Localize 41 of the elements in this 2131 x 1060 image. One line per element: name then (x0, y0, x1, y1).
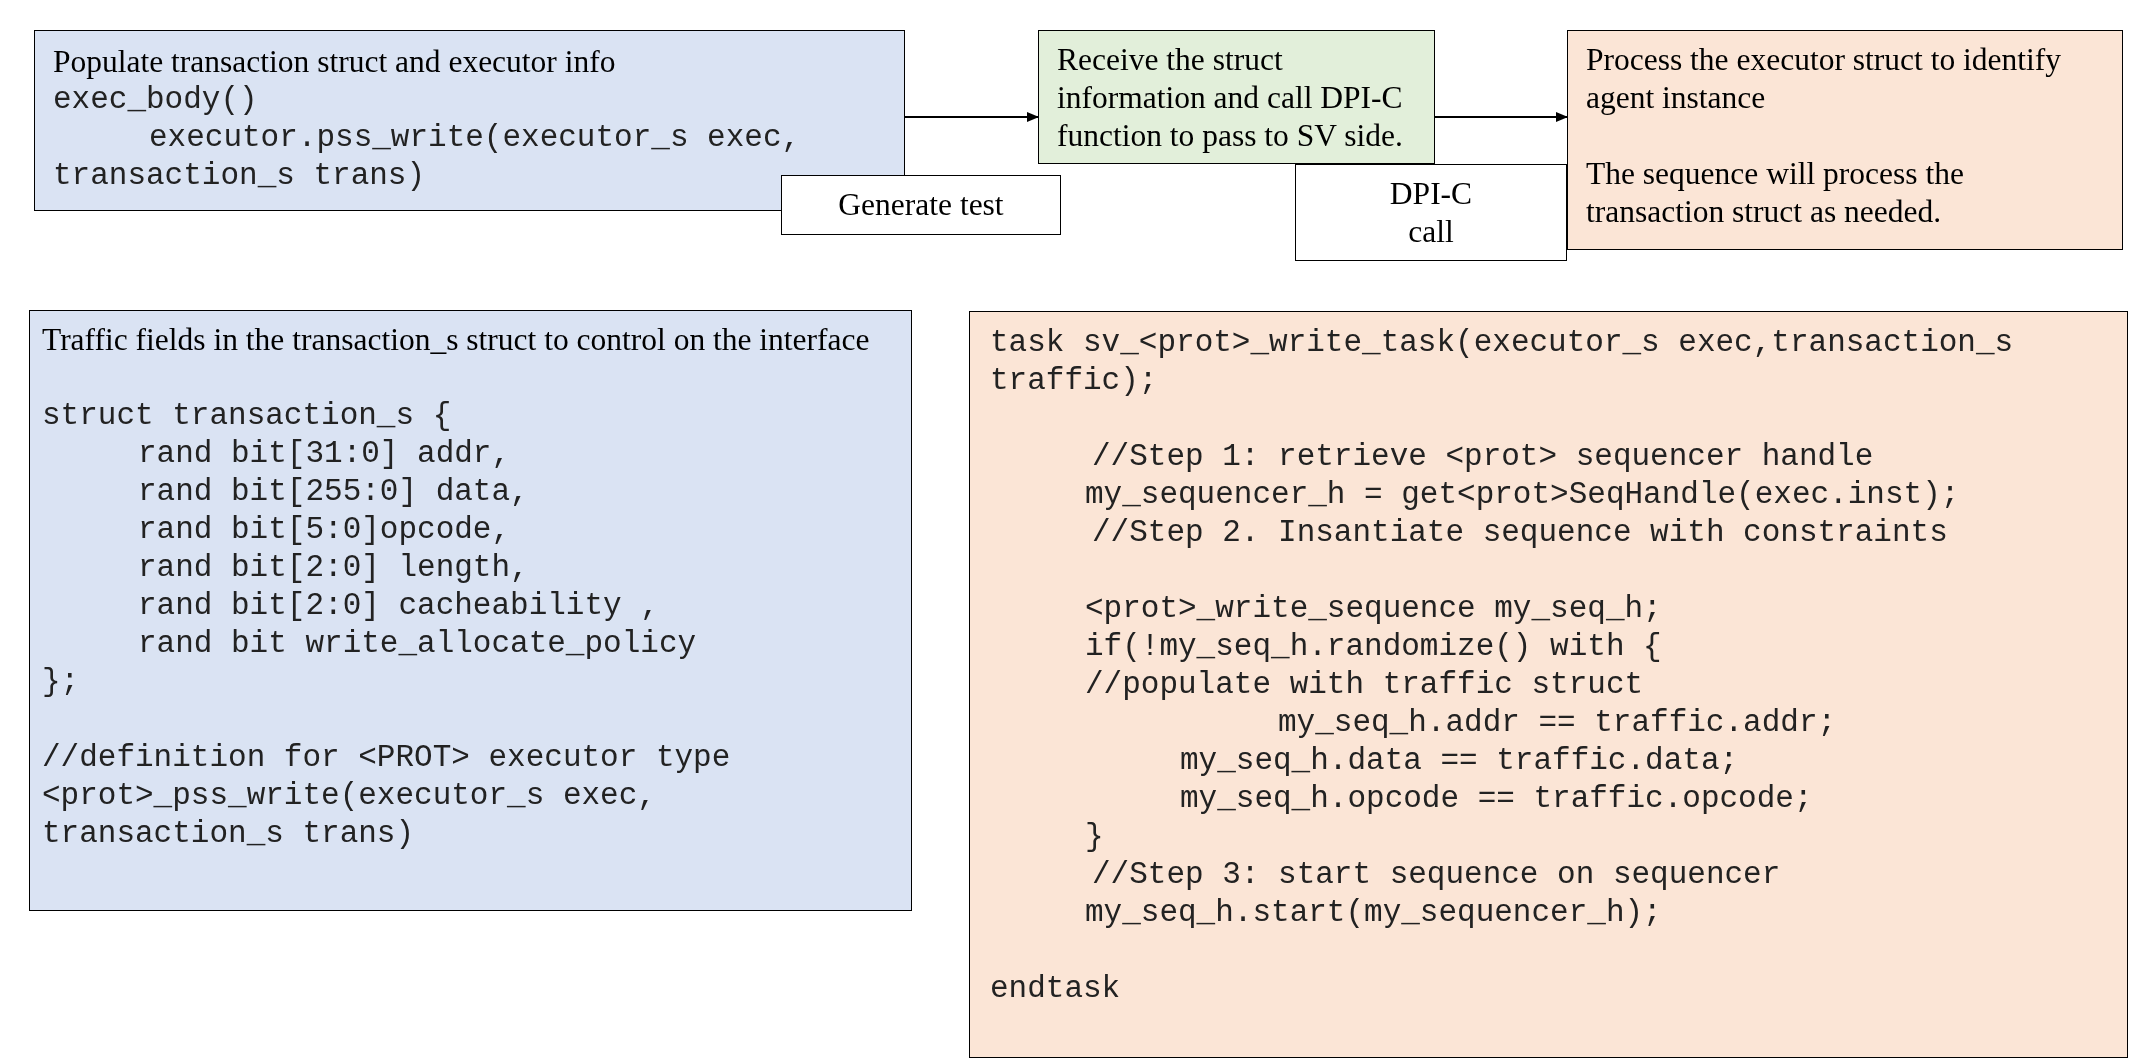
box-label: DPI-C call (1388, 174, 1474, 251)
code-line: <prot>_pss_write(executor_s exec, transaction_s trans) (42, 777, 657, 853)
code-line: rand bit[31:0] addr, (138, 435, 511, 473)
code-panel (29, 310, 912, 911)
code-line: my_sequencer_h = get<prot>SeqHandle(exec.inst); (1085, 476, 1960, 514)
code-line: task sv_<prot>_write_task(executor_s exec,transaction_s traffic); (990, 324, 2015, 400)
box-label: Generate test (838, 186, 1004, 224)
arrow (904, 112, 1039, 122)
code-line: rand bit write_allocate_policy (138, 625, 697, 663)
code-line: my_seq_h.data == traffic.data; (1180, 742, 1739, 780)
process-box (1567, 30, 2123, 250)
description-text: The sequence will process the transaction struct as needed. (1586, 155, 1965, 231)
code-line: if(!my_seq_h.randomize() with { (1085, 628, 1662, 666)
heading-text: Traffic fields in the transaction_s struct to control on the interface (42, 321, 870, 359)
code-line: exec_body() (53, 81, 258, 119)
code-line: //Step 3: start sequence on sequencer (1092, 856, 1781, 894)
code-line: rand bit[2:0] length, (138, 549, 529, 587)
code-panel (969, 311, 2128, 1058)
code-line: my_seq_h.addr == traffic.addr; (1278, 704, 1837, 742)
code-line: rand bit[5:0]opcode, (138, 511, 511, 549)
code-line: //Step 2. Insantiate sequence with constraints (1092, 514, 1948, 552)
arrow (1434, 112, 1568, 122)
code-line: <prot>_write_sequence my_seq_h; (1085, 590, 1662, 628)
code-line: endtask (990, 970, 1121, 1008)
code-line: //populate with traffic struct (1085, 666, 1644, 704)
description-text: Receive the struct information and call DPI-C function to pass to SV side. (1057, 41, 1404, 155)
code-line: my_seq_h.opcode == traffic.opcode; (1180, 780, 1813, 818)
code-line: my_seq_h.start(my_sequencer_h); (1085, 894, 1662, 932)
description-text: Process the executor struct to identify agent instance (1586, 41, 2062, 117)
code-line: } (1085, 818, 1104, 856)
code-line: }; (42, 663, 80, 701)
code-line: //Step 1: retrieve <prot> sequencer handle (1092, 438, 1874, 476)
heading-text: Populate transaction struct and executor info (53, 43, 616, 81)
code-line: rand bit[2:0] cacheability , (138, 587, 659, 625)
step-label-box (781, 175, 1061, 235)
process-box (1038, 30, 1435, 164)
code-line: rand bit[255:0] data, (138, 473, 529, 511)
code-line: executor.pss_write(executor_s exec, transaction_s trans) (53, 119, 802, 195)
step-label-box (1295, 164, 1567, 261)
code-line: //definition for <PROT> executor type (42, 739, 731, 777)
code-line: struct transaction_s { (42, 397, 452, 435)
